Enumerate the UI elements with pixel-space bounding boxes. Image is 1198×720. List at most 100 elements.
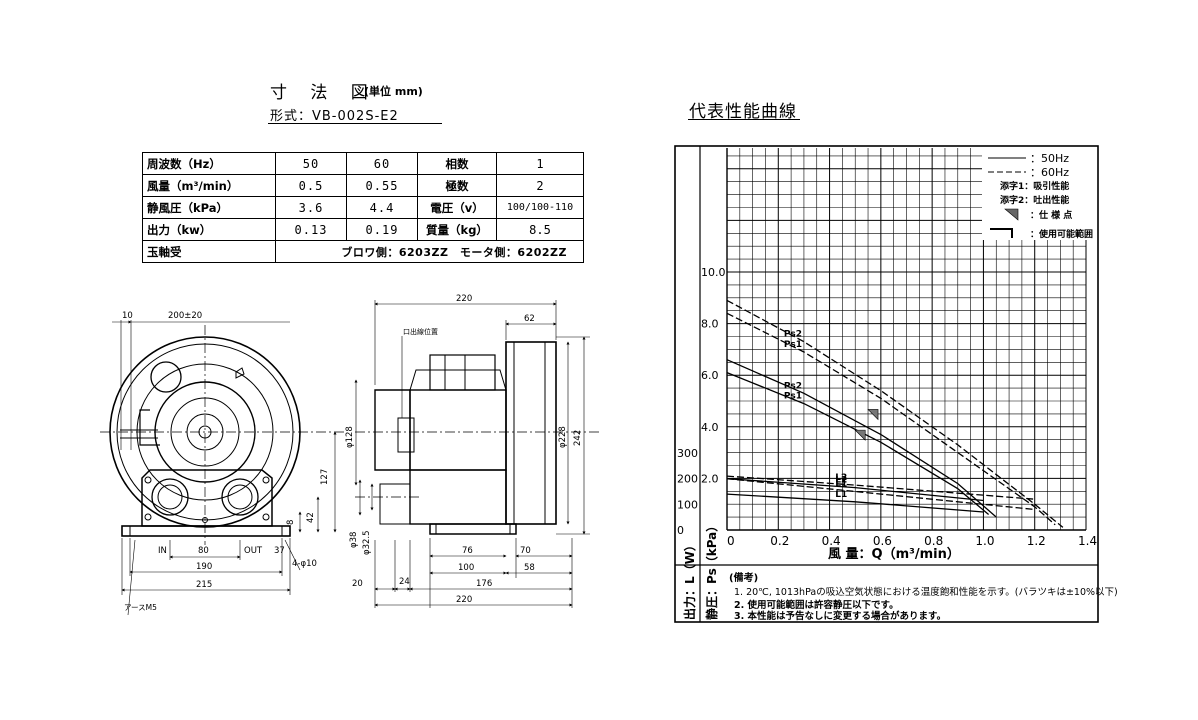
dim-text: 24 [399,577,410,587]
dim-text: 100 [458,563,474,573]
table-row: 風量（m³/min） 0.5 0.55 極数 2 [142,174,584,197]
dim-text: 127 [320,469,330,485]
x-tick-label: 0.8 [924,534,943,548]
dim-text: 220 [456,294,472,304]
legend-box [982,148,1096,240]
spec-label2: 電圧（v） [417,196,497,219]
legend-suffix2: 添字2：吐出性能 [1000,194,1069,206]
series-line [726,371,990,515]
spec-50hz: 0.13 [275,218,347,241]
x-tick-label: 0.2 [770,534,789,548]
dim-text: 8 [286,520,296,525]
dim-text: アースM5 [124,603,157,612]
dim-text: 62 [524,314,535,324]
side-view-dims: 220 62 口出線位置 φ128 φ228 242 φ38 φ32.5 76 … [345,294,583,605]
legend-spec-point: ：仕 様 点 [1030,209,1072,221]
dim-text: 200±20 [168,311,202,321]
model-name: 形式：VB-002S-E2 [270,109,399,124]
legend-60hz: ：60Hz [1030,166,1069,179]
drawing-unit: (単位 mm) [364,85,423,98]
note-2: 2. 使用可能範囲は許容静圧以下です。 [734,599,899,611]
y-axis-right-label: 静圧：Ps（kPa） [704,520,719,620]
dim-text: φ128 [345,426,355,448]
x-tick-label: 1.0 [975,534,994,548]
series-label: L1 [835,490,847,500]
port-label: OUT [244,546,263,556]
dim-text: 176 [476,579,492,589]
y-tick-label: 10.0 [701,266,726,279]
series-label: L2 [835,476,847,486]
spec-point-marker [854,429,866,441]
spec-point-marker [867,409,879,421]
y2-tick-label: 100 [677,498,698,511]
series-line [726,493,984,513]
spec-50hz: 3.6 [275,196,347,219]
drawing-title: 寸 法 図 [270,83,377,103]
y-tick-label: 6.0 [701,369,719,382]
model-underline [268,123,442,124]
dim-text: 70 [520,546,531,556]
table-row: 玉軸受 ブロワ側：6203ZZ モータ側：6202ZZ [142,240,584,263]
series-line [726,359,997,518]
dim-text: φ228 [558,426,568,448]
spec-label2: 極数 [417,174,497,197]
range-mark-icon [990,228,1013,238]
x-tick-label: 1.2 [1027,534,1046,548]
dim-text: 10 [122,311,133,321]
chart-frame [674,145,1099,623]
dim-text: φ38 [349,532,359,548]
series-line [726,299,1064,528]
note-1: 1. 20℃, 1013hPaの吸込空気状態における温度飽和性能を示す。(バラツ… [734,586,1118,598]
y2-tick-label: 0 [677,524,684,537]
front-view-dims: 10 200±20 127 42 8 IN 80 OUT 37 190 215 … [122,311,330,612]
chart-grid [726,148,1087,531]
series-label: Ps2 [784,381,802,391]
bearing-value: ブロワ側：6203ZZ モータ側：6202ZZ [275,240,584,263]
dim-text: 76 [462,546,473,556]
dim-text: 80 [198,546,209,556]
legend-suffix1: 添字1：吸引性能 [1000,180,1069,192]
table-row: 周波数（Hz） 50 60 相数 1 [142,152,584,175]
x-tick-label: 0.6 [873,534,892,548]
series-line [726,478,1035,511]
x-axis-label: 風 量：Q（m³/min） [828,546,960,562]
series-label: L2 [835,473,847,483]
x-tick-label: 0 [727,534,735,548]
bearing-label: 玉軸受 [142,240,276,263]
dim-text: 口出線位置 [403,327,438,336]
series-line [726,312,1056,526]
series-line [726,478,984,502]
dim-text: 42 [306,512,316,523]
spec-label: 出力（kw） [142,218,276,241]
series-label: Ps1 [784,392,802,402]
y2-tick-label: 200 [677,473,698,486]
dim-text: 37 [274,546,285,556]
series-label: Ps1 [784,340,802,350]
legend-range: ：使用可能範囲 [1030,228,1093,240]
series-line [726,475,1035,500]
performance-underline [688,119,800,120]
spec-label: 周波数（Hz） [142,152,276,175]
x-tick-label: 1.4 [1078,534,1097,548]
notes-title: (備考) [729,571,758,584]
y2-tick-label: 300 [677,447,698,460]
side-view [354,300,600,608]
spec-point-icon [1004,208,1019,221]
dim-text: φ32.5 [362,530,372,555]
dim-text: 190 [196,562,212,572]
spec-table: 周波数（Hz） 50 60 相数 1 風量（m³/min） 0.5 0.55 極… [142,152,584,263]
port-label: IN [158,546,167,556]
dim-text: 20 [352,579,363,589]
dim-text: 220 [456,595,472,605]
note-3: 3. 本性能は予告なしに変更する場合があります。 [734,610,946,622]
x-tick-label: 0.4 [822,534,841,548]
y-axis-left-label: 出力：L（W） [682,539,697,620]
series-label: Ps2 [784,330,802,340]
y-tick-label: 4.0 [701,421,719,434]
dim-text: 215 [196,580,212,590]
front-view [100,320,345,616]
